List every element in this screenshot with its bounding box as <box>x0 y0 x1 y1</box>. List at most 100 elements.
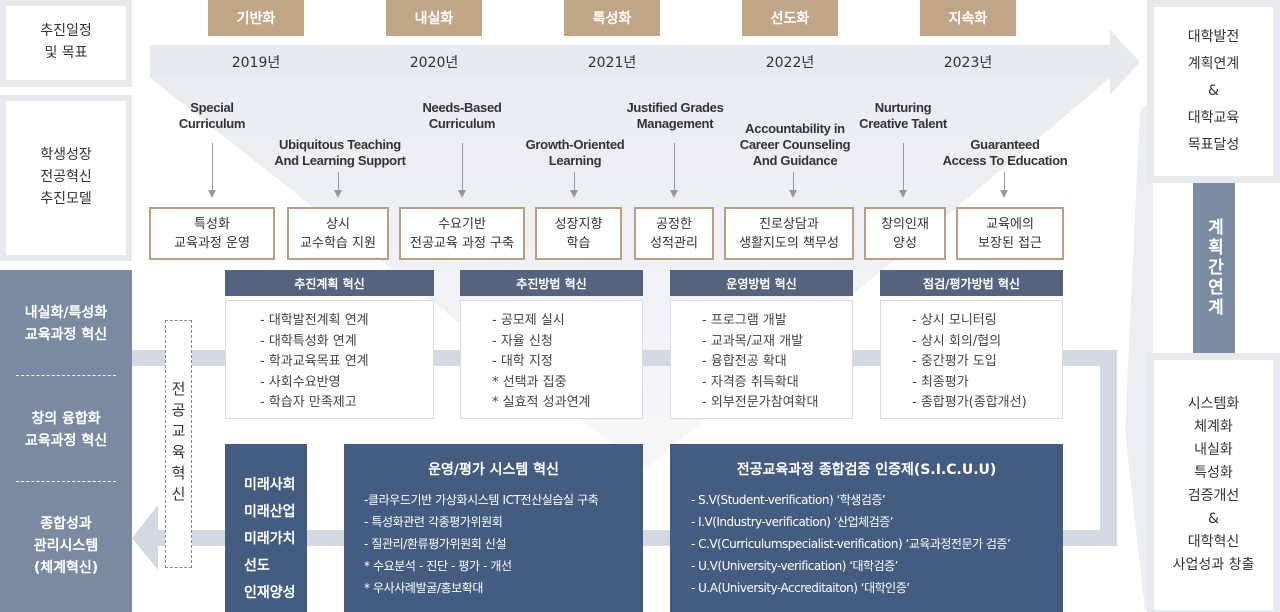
arrow-down-icon <box>899 143 907 198</box>
list-item: - 자율 신청 <box>492 333 553 349</box>
keyword-english: Growth-Oriented Learning <box>525 137 625 168</box>
year-label: 2019년 <box>231 54 281 71</box>
innovation-list: - 대학발전계획 연계 - 대학특성화 연계 - 학과교육목표 연계 - 사회수… <box>225 300 434 419</box>
divider <box>16 375 116 376</box>
year-label: 2023년 <box>943 54 993 71</box>
list-item: - 대학 지정 <box>492 354 553 369</box>
list-item: - 상시 모니터링 <box>912 313 997 328</box>
keyword-english: Needs-Based Curriculum <box>422 100 502 131</box>
outcome-label: 시스템화 체계화 내실화 특성화 검증개선 & 대학혁신 사업성과 창출 <box>1154 360 1273 610</box>
plan-link-bar: 계획간연계 <box>1193 183 1235 353</box>
list-item: - 중간평가 도입 <box>912 354 997 369</box>
keyword-english: Accountability in Career Counseling And … <box>739 121 851 168</box>
arrow-down-icon <box>570 172 578 198</box>
list-item: -클라우드기반 가상화시스템 ICT전산실습실 구축 <box>364 493 599 507</box>
divider <box>16 481 116 482</box>
list-item: * 수요분석 - 진단 - 평가 - 개선 <box>364 559 512 573</box>
innovation-list: - 프로그램 개발 - 교과목/교재 개발 - 융합전공 확대 - 자격증 취득… <box>670 300 853 419</box>
stage-label: 특성화 <box>564 0 660 36</box>
sicuu-title: 전공교육과정 종합검증 인증제(S.I.C.U.U) <box>736 462 997 478</box>
schedule-label: 추진일정 및 목표 <box>6 6 126 80</box>
stage-label: 기반화 <box>208 0 304 36</box>
ops-system-title: 운영/평가 시스템 혁신 <box>428 462 559 478</box>
list-item: - C.V(Curriculumspecialist-verification)… <box>691 537 1011 551</box>
arrow-down-icon <box>1000 172 1008 198</box>
future-talent-box: 미래사회 미래산업 미래가치 선도 인재양성 <box>225 444 307 612</box>
innovation-list: - 공모제 실시 - 자율 신청 - 대학 지정 * 선택과 집중 * 실효적 … <box>460 300 643 419</box>
stage-label: 지속화 <box>920 0 1016 36</box>
stage-label: 내실화 <box>386 0 482 36</box>
keyword-english: Ubiquitous Teaching And Learning Support <box>274 137 406 168</box>
left-panel-item: 종합성과 관리시스템 (체계혁신) <box>33 516 99 576</box>
list-item: - U.A(University-Accreditaiton) ‘대학인증’ <box>691 581 910 595</box>
year-label: 2021년 <box>587 54 637 71</box>
keyword-english: Nurturing Creative Talent <box>859 100 947 131</box>
outcome-frame: 시스템화 체계화 내실화 특성화 검증개선 & 대학혁신 사업성과 창출 <box>1147 353 1280 612</box>
list-item: - 종합평가(종합개선) <box>912 395 1027 410</box>
future-item: 미래가치 <box>244 531 296 547</box>
list-item: - 질관리/환류평가위원회 신설 <box>364 537 507 551</box>
innovation-header: 점검/평가방법 혁신 <box>880 270 1063 296</box>
list-item: - 공모제 실시 <box>492 313 565 328</box>
schedule-label-frame: 추진일정 및 목표 <box>0 0 132 87</box>
loop-arrow-head <box>132 505 158 570</box>
arrow-down-icon <box>670 143 678 198</box>
major-innovation-label: 전공교육혁신 <box>165 320 192 568</box>
list-item: - 사회수요반영 <box>260 374 341 390</box>
keyword-english: Special Curriculum <box>178 100 246 131</box>
list-item: - U.V(University-verification) ‘대학검증’ <box>691 559 899 573</box>
innovation-list: - 상시 모니터링 - 상시 회의/협의 - 중간평가 도입 - 최종평가 - … <box>880 300 1063 419</box>
year-label: 2022년 <box>765 54 815 71</box>
list-item: - 교과목/교재 개발 <box>702 333 804 349</box>
future-item: 미래사회 <box>244 477 296 493</box>
list-item: - I.V(Industry-verification) ‘산업체검증’ <box>691 515 894 529</box>
year-label: 2020년 <box>409 54 459 71</box>
left-panel-item: 창의 융합화 교육과정 혁신 <box>24 411 108 449</box>
list-item: - S.V(Student-verification) ‘학생검증’ <box>691 493 886 507</box>
arrow-down-icon <box>458 143 466 198</box>
model-label-frame: 학생성장 전공혁신 추진모델 <box>0 95 132 261</box>
loop-right <box>1100 350 1117 546</box>
list-item: - 자격증 취득확대 <box>702 374 799 390</box>
keyword-box: 수요기반 전공교육 과정 구축 <box>399 207 525 260</box>
arrow-down-icon <box>334 172 342 198</box>
future-item: 미래산업 <box>244 504 296 520</box>
right-chevron <box>1125 100 1153 610</box>
innovation-header: 추진계획 혁신 <box>225 270 434 296</box>
arrow-down-icon <box>789 172 797 198</box>
list-item: * 우사사례발굴/홍보확대 <box>364 581 484 595</box>
keyword-box: 상시 교수학습 지원 <box>287 207 389 260</box>
model-label: 학생성장 전공혁신 추진모델 <box>6 101 126 255</box>
list-item: - 프로그램 개발 <box>702 313 787 328</box>
keyword-english: Justified Grades Management <box>626 100 724 131</box>
list-item: - 상시 회의/협의 <box>912 333 1002 349</box>
list-item: - 학습자 만족제고 <box>260 395 357 410</box>
timeline-arrow <box>150 30 1140 95</box>
keyword-box: 성장지향 학습 <box>535 207 622 260</box>
keyword-box: 공정한 성적관리 <box>634 207 714 260</box>
goal-label: 대학발전 계획연계 & 대학교육 목표달성 <box>1154 7 1273 176</box>
list-item: - 외부전문가참여확대 <box>702 395 819 410</box>
list-item: - 최종평가 <box>912 374 969 390</box>
keyword-box: 창의인재 양성 <box>864 207 946 260</box>
future-item: 인재양성 <box>244 585 296 601</box>
keyword-box: 교육에의 보장된 접근 <box>956 207 1064 260</box>
left-panel: 내실화/특성화 교육과정 혁신 창의 융합화 교육과정 혁신 종합성과 관리시스… <box>0 270 132 612</box>
stage-label: 선도화 <box>742 0 838 36</box>
arrow-down-icon <box>208 143 216 198</box>
left-panel-item: 내실화/특성화 교육과정 혁신 <box>24 305 108 343</box>
list-item: * 선택과 집중 <box>492 374 567 390</box>
innovation-header: 추진방법 혁신 <box>460 270 643 296</box>
ops-system-box: 운영/평가 시스템 혁신 -클라우드기반 가상화시스템 ICT전산실습실 구축 … <box>344 444 643 612</box>
keyword-english: Guaranteed Access To Education <box>942 137 1068 168</box>
goal-frame: 대학발전 계획연계 & 대학교육 목표달성 <box>1147 0 1280 183</box>
keyword-box: 특성화 교육과정 운영 <box>149 207 275 260</box>
list-item: - 대학발전계획 연계 <box>260 313 369 328</box>
list-item: - 융합전공 확대 <box>702 354 787 369</box>
list-item: - 학과교육목표 연계 <box>260 354 369 369</box>
keyword-box: 진로상담과 생활지도의 책무성 <box>724 207 854 260</box>
innovation-header: 운영방법 혁신 <box>670 270 853 296</box>
list-item: - 특성화관련 각종평가위원회 <box>364 515 503 529</box>
future-item: 선도 <box>244 558 270 574</box>
list-item: * 실효적 성과연계 <box>492 395 591 410</box>
